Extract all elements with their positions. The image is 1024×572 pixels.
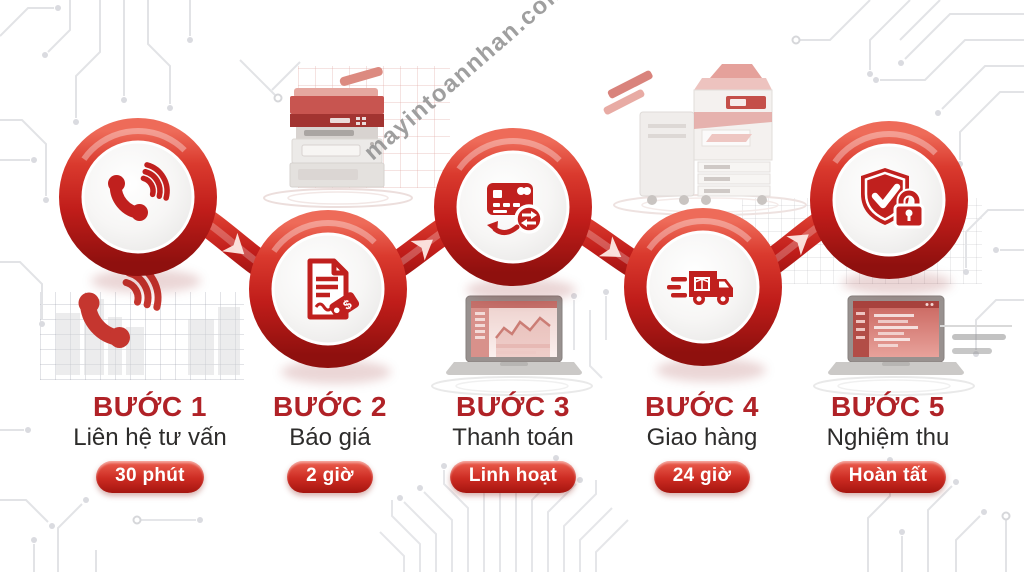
flow-arrow-down-1 — [221, 232, 245, 255]
step-rings — [59, 118, 968, 368]
code-laptop-graphic — [813, 295, 1012, 396]
laser-printer-graphic — [263, 66, 413, 208]
payment-exchange-icon — [487, 183, 544, 235]
flow-arrow-down-2 — [598, 236, 622, 257]
flow-arrows — [221, 232, 809, 261]
flow-arrow-up-1 — [410, 239, 433, 261]
ring-highlights — [69, 128, 958, 358]
phone-call-icon — [108, 162, 170, 221]
delivery-truck-icon — [667, 271, 733, 305]
shield-check-lock-icon — [861, 168, 925, 229]
circuit-traces-top-right — [800, 0, 1024, 268]
step-discs — [81, 140, 946, 346]
office-copier-graphic — [603, 64, 807, 216]
circuit-dots-top-left — [31, 5, 283, 203]
analytics-laptop-graphic — [431, 295, 593, 396]
quote-document-icon: $ — [307, 258, 360, 320]
flow-arrow-up-2 — [786, 234, 809, 256]
circuit-traces-top-left — [0, 0, 301, 196]
circuit-dots-left-bottom — [25, 321, 89, 543]
circuit-traces-left-bottom — [0, 261, 97, 572]
circle-shadows — [91, 269, 952, 384]
